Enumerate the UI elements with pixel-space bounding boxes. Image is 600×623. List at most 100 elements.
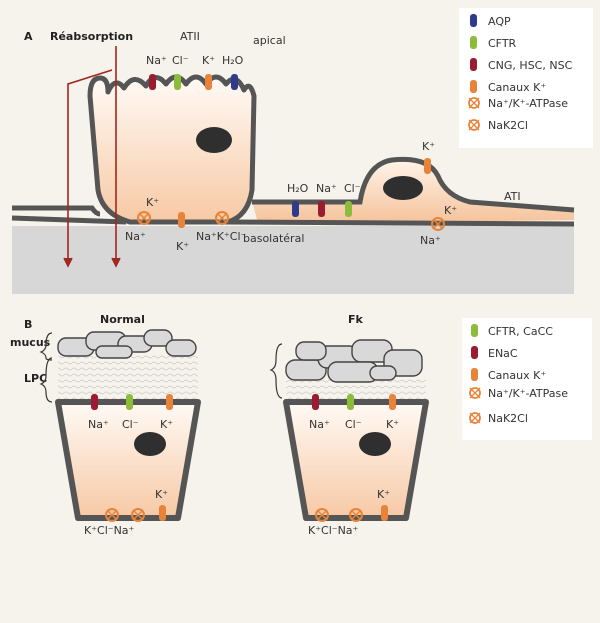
atii-baso-na: Na⁺: [125, 230, 146, 243]
interstitium: [12, 226, 574, 294]
arrowhead-left: [63, 257, 73, 268]
ati-k-top-label: K⁺: [422, 140, 435, 153]
ati-k-channel-top: [424, 158, 431, 174]
legend-a-atpase: Na⁺/K⁺-ATPase: [488, 97, 568, 110]
normal-na-label: Na⁺: [88, 418, 109, 431]
normal-nucleus: [134, 432, 166, 456]
mucus-blob: [295, 341, 327, 361]
fk-nak2cl-cross: [316, 509, 328, 521]
fk-na-label: Na⁺: [309, 418, 330, 431]
mucus-brace: [39, 332, 53, 361]
atii-nucleus: [196, 127, 232, 153]
panel-a: A Na⁺ Cl⁻ K⁺ H₂O ATII apical Réabsorptio…: [11, 8, 593, 294]
apical-k-label: K⁺: [202, 54, 215, 67]
arrowhead-right: [111, 257, 121, 268]
apical-na-label: Na⁺: [146, 54, 167, 67]
legend-a-box: [459, 8, 593, 148]
legend-b-k: Canaux K⁺: [488, 369, 546, 382]
nak2cl-cross: [216, 212, 228, 224]
fk-baso-k: K⁺: [377, 488, 390, 501]
ati-na-k-atpase-icon: [431, 217, 445, 231]
legend-b-atpase: Na⁺/K⁺-ATPase: [488, 387, 568, 400]
legend-b-atpase-cross: [469, 387, 481, 399]
fk-k-label: K⁺: [386, 418, 399, 431]
fk-cftr: [347, 394, 354, 410]
ati-label: ATI: [504, 190, 521, 203]
legend-a-nak2cl: NaK2Cl: [488, 119, 528, 132]
legend-b-box: [462, 318, 592, 440]
legend-b-nak2cl-icon: [469, 412, 481, 424]
fk-enac: [312, 394, 319, 410]
normal-cftr: [126, 394, 133, 410]
normal-baso-k-channel: [159, 505, 166, 521]
fk-cell: Na⁺ Cl⁻ K⁺ K⁺ K⁺Cl⁻Na⁺: [269, 339, 429, 537]
legend-a-cftr: CFTR: [488, 37, 517, 50]
legend-cng-swatch: [470, 58, 477, 71]
panel-a-letter: A: [24, 30, 33, 43]
lpc-label: LPC: [24, 372, 47, 385]
mucus-blob: [143, 329, 173, 347]
ati-basal-membrane: [225, 219, 575, 227]
fk-nucleus: [359, 432, 391, 456]
normal-nak2cl-icon: [105, 508, 119, 522]
mucus-blob: [165, 339, 197, 357]
ati-cftr-channel: [345, 201, 352, 217]
normal-enac: [91, 394, 98, 410]
fk-baso-k-channel: [381, 505, 388, 521]
fk-cell-body: [283, 399, 429, 521]
fk-baso-cotransport: K⁺Cl⁻Na⁺: [308, 524, 359, 537]
panel-b: B mucus LPC Normal Fk Na⁺ Cl⁻ K⁺: [10, 313, 592, 537]
fk-brace: [269, 343, 283, 399]
ati-na-label: Na⁺: [316, 182, 337, 195]
legend-a-nak2cl-icon: [468, 119, 480, 131]
ati-cl-label: Cl⁻: [344, 182, 361, 195]
ati-na-k-atpase-cross: [432, 218, 444, 230]
fk-atpase-cross: [350, 509, 362, 521]
ati-aqp-channel: [292, 201, 299, 217]
mucus-blob: [369, 365, 397, 381]
ati-apical-channels: H₂O Na⁺ Cl⁻ K⁺ K⁺ Na⁺: [287, 140, 457, 247]
left-membrane-basal: [11, 215, 127, 225]
legend-a-nak2cl-cross: [468, 119, 480, 131]
normal-atpase-icon: [131, 508, 145, 522]
normal-cl-label: Cl⁻: [122, 418, 139, 431]
panel-b-letter: B: [24, 318, 32, 331]
apical-h2o-label: H₂O: [222, 54, 244, 67]
legend-b-enac: ENaC: [488, 347, 518, 360]
na-k-atpase-cross: [138, 212, 150, 224]
reabsorption-arrows: [63, 46, 121, 268]
k-channel: [205, 74, 212, 90]
legend-a-cng: CNG, HSC, NSC: [488, 59, 573, 72]
legend-aqp-swatch: [470, 14, 477, 27]
apical-cl-label: Cl⁻: [172, 54, 189, 67]
legend-k-swatch: [470, 80, 477, 93]
legend-a: AQP CFTR CNG, HSC, NSC Canaux K⁺ Na⁺/K⁺-…: [459, 8, 593, 148]
apical-label: apical: [253, 34, 286, 47]
reabsorption-label: Réabsorption: [50, 30, 133, 43]
mucus-blob: [95, 345, 133, 359]
fk-atpase-icon: [349, 508, 363, 522]
atii-baso-k-bottom: K⁺: [176, 240, 189, 253]
ati-apical-membrane: [252, 156, 575, 213]
ati-cng-channel: [318, 201, 325, 217]
normal-baso-k: K⁺: [155, 488, 168, 501]
normal-lpc: [58, 354, 198, 402]
fk-k-channel: [389, 394, 396, 410]
atii-cell: [87, 74, 257, 225]
normal-cell-body: [55, 399, 201, 521]
lpc-brace: [39, 357, 53, 403]
legend-b-cftr: CFTR, CaCC: [488, 325, 553, 338]
legend-a-atpase-cross: [468, 97, 480, 109]
fk-cl-label: Cl⁻: [345, 418, 362, 431]
nak2cl-icon: [215, 211, 229, 225]
ati-h2o-label: H₂O: [287, 182, 309, 195]
aqp-channel: [231, 74, 238, 90]
legend-b: CFTR, CaCC ENaC Canaux K⁺ Na⁺/K⁺-ATPase …: [462, 318, 592, 440]
normal-mucus: [57, 329, 197, 359]
legend-b-enac-swatch: [471, 346, 478, 359]
cng-channel: [149, 74, 156, 90]
normal-atpase-cross: [132, 509, 144, 521]
atii-basolateral: K⁺ Na⁺ K⁺ Na⁺K⁺Cl⁻: [125, 196, 247, 253]
legend-a-aqp: AQP: [488, 15, 511, 28]
